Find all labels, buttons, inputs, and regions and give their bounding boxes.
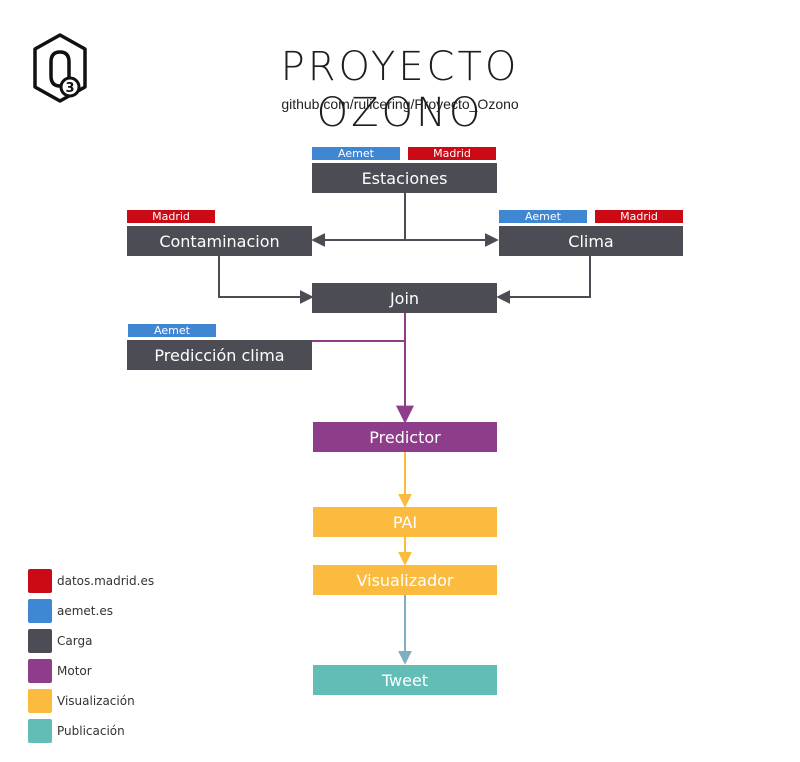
tag-madrid: Madrid bbox=[127, 210, 215, 223]
legend-item-visualizacion: Visualización bbox=[28, 689, 135, 713]
tag-madrid: Madrid bbox=[408, 147, 496, 160]
node-join[interactable]: Join bbox=[312, 283, 497, 313]
tag-aemet: Aemet bbox=[128, 324, 216, 337]
edge-contaminacion-join bbox=[218, 255, 314, 304]
legend-item-aemet: aemet.es bbox=[28, 599, 113, 623]
node-pai[interactable]: PAI bbox=[313, 507, 497, 537]
legend-swatch-aemet bbox=[28, 599, 52, 623]
node-estaciones[interactable]: Estaciones bbox=[312, 163, 497, 193]
legend-label: Carga bbox=[57, 634, 93, 648]
node-clima[interactable]: Clima bbox=[499, 226, 683, 256]
legend-label: Motor bbox=[57, 664, 92, 678]
legend-swatch-madrid bbox=[28, 569, 52, 593]
legend-item-carga: Carga bbox=[28, 629, 92, 653]
legend-swatch-publicacion bbox=[28, 719, 52, 743]
legend-label: datos.madrid.es bbox=[57, 574, 155, 588]
legend-swatch-motor bbox=[28, 659, 52, 683]
legend-label: Publicación bbox=[57, 724, 125, 738]
page-title: PROYECTO OZONO bbox=[280, 44, 520, 136]
tag-aemet: Aemet bbox=[312, 147, 400, 160]
node-tweet[interactable]: Tweet bbox=[313, 665, 497, 695]
node-prediccion-clima[interactable]: Predicción clima bbox=[127, 340, 312, 370]
legend-label: aemet.es bbox=[57, 604, 113, 618]
node-visualizador[interactable]: Visualizador bbox=[313, 565, 497, 595]
legend-item-publicacion: Publicación bbox=[28, 719, 125, 743]
legend-item-madrid: datos.madrid.es bbox=[28, 569, 154, 593]
edge-clima-join bbox=[496, 255, 591, 304]
node-predictor[interactable]: Predictor bbox=[313, 422, 497, 452]
legend-label: Visualización bbox=[57, 694, 135, 708]
legend-swatch-carga bbox=[28, 629, 52, 653]
legend-item-motor: Motor bbox=[28, 659, 92, 683]
svg-text:3: 3 bbox=[65, 81, 74, 96]
repo-link[interactable]: github.com/rulicering/Proyecto_Ozono bbox=[281, 96, 519, 112]
ozono-logo: 3 bbox=[33, 33, 87, 103]
tag-madrid: Madrid bbox=[595, 210, 683, 223]
node-contaminacion[interactable]: Contaminacion bbox=[127, 226, 312, 256]
tag-aemet: Aemet bbox=[499, 210, 587, 223]
legend-swatch-visualizacion bbox=[28, 689, 52, 713]
